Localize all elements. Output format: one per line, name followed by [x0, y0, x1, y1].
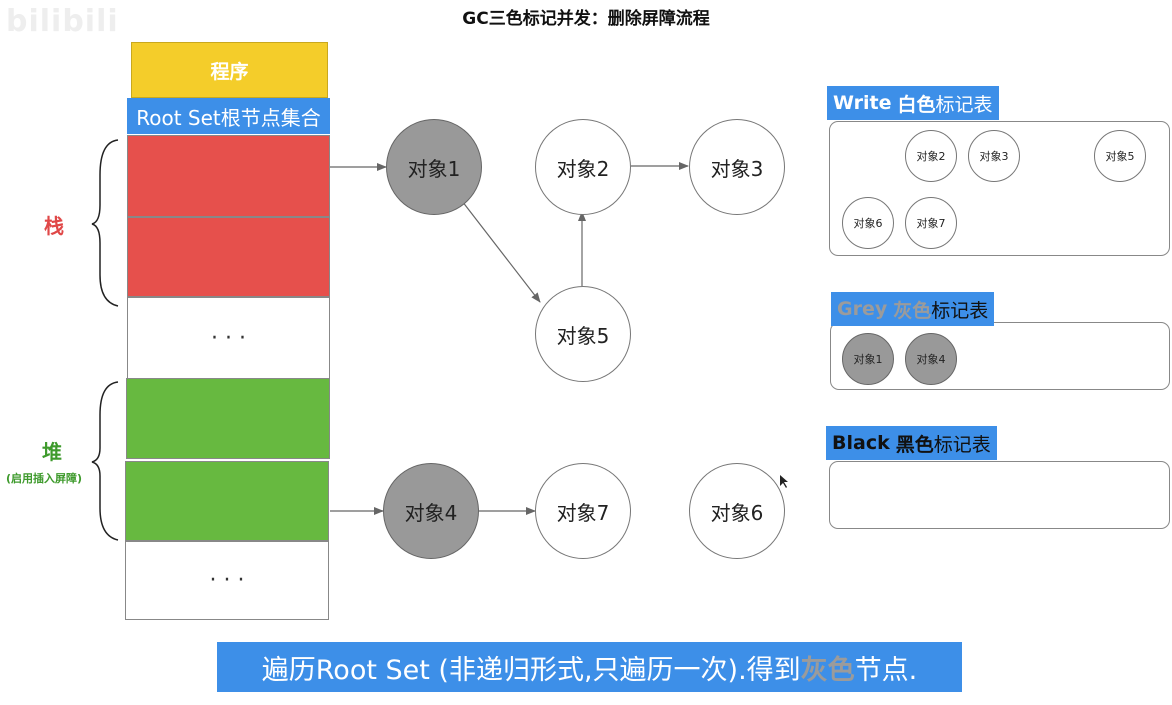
white-table-item: 对象5 — [1094, 130, 1146, 182]
white-table-item: 对象7 — [905, 197, 957, 249]
white-table-item: 对象3 — [968, 130, 1020, 182]
heap-slot-1 — [126, 378, 330, 459]
white-table-title-suffix: 标记表 — [935, 93, 993, 116]
node-obj2: 对象2 — [535, 119, 631, 215]
stack-brace — [91, 139, 119, 307]
grey-table-item: 对象1 — [842, 333, 894, 385]
mouse-cursor — [780, 475, 788, 488]
white-table-title-en: Write — [833, 92, 892, 114]
node-obj4: 对象4 — [383, 463, 479, 559]
caption-text-before: 遍历Root Set (非递归形式,只遍历一次).得到 — [261, 654, 801, 686]
stack-label: 栈 — [44, 214, 64, 238]
heap-sublabel: (启用插入屏障) — [6, 472, 83, 485]
heap-brace — [91, 381, 119, 541]
caption-highlight: 灰色 — [800, 654, 855, 686]
stack-ellipsis-slot: · · · — [127, 297, 330, 379]
black-mark-table — [829, 461, 1170, 529]
grey-table-title-suffix: 标记表 — [931, 299, 989, 322]
bilibili-watermark: bilibili — [6, 4, 119, 39]
heap-slot-2 — [125, 461, 329, 541]
black-table-title-en: Black — [832, 432, 890, 454]
grey-table-title-color: 灰色 — [893, 299, 932, 322]
black-table-title-color: 黑色 — [895, 433, 934, 456]
node-obj1: 对象1 — [386, 119, 482, 215]
white-table-item: 对象2 — [905, 130, 957, 182]
caption-text-after: 节点. — [854, 654, 918, 686]
program-box: 程序 — [131, 42, 328, 98]
white-table-title: Write 白色 标记表 — [827, 86, 999, 120]
grey-table-item: 对象4 — [905, 333, 957, 385]
diagram-title: GC三色标记并发：删除屏障流程 — [462, 9, 710, 29]
heap-ellipsis-slot: · · · — [125, 541, 329, 620]
caption-bar: 遍历Root Set (非递归形式,只遍历一次).得到灰色节点. — [217, 642, 962, 692]
white-table-item: 对象6 — [842, 197, 894, 249]
black-table-title-suffix: 标记表 — [933, 433, 991, 456]
heap-label: 堆 — [42, 440, 62, 464]
edge-obj1-to-obj5 — [461, 200, 541, 303]
white-table-title-color: 白色 — [897, 93, 936, 116]
grey-table-title: Grey 灰色 标记表 — [831, 292, 995, 326]
black-table-title: Black 黑色 标记表 — [826, 426, 997, 460]
node-obj7: 对象7 — [535, 463, 631, 559]
grey-table-title-en: Grey — [837, 298, 888, 320]
root-set-box: Root Set根节点集合 — [127, 98, 330, 134]
node-obj3: 对象3 — [689, 119, 785, 215]
node-obj5: 对象5 — [535, 286, 631, 382]
stack-slot-2 — [127, 217, 330, 297]
node-obj6: 对象6 — [689, 463, 785, 559]
stack-slot-1 — [127, 135, 330, 217]
